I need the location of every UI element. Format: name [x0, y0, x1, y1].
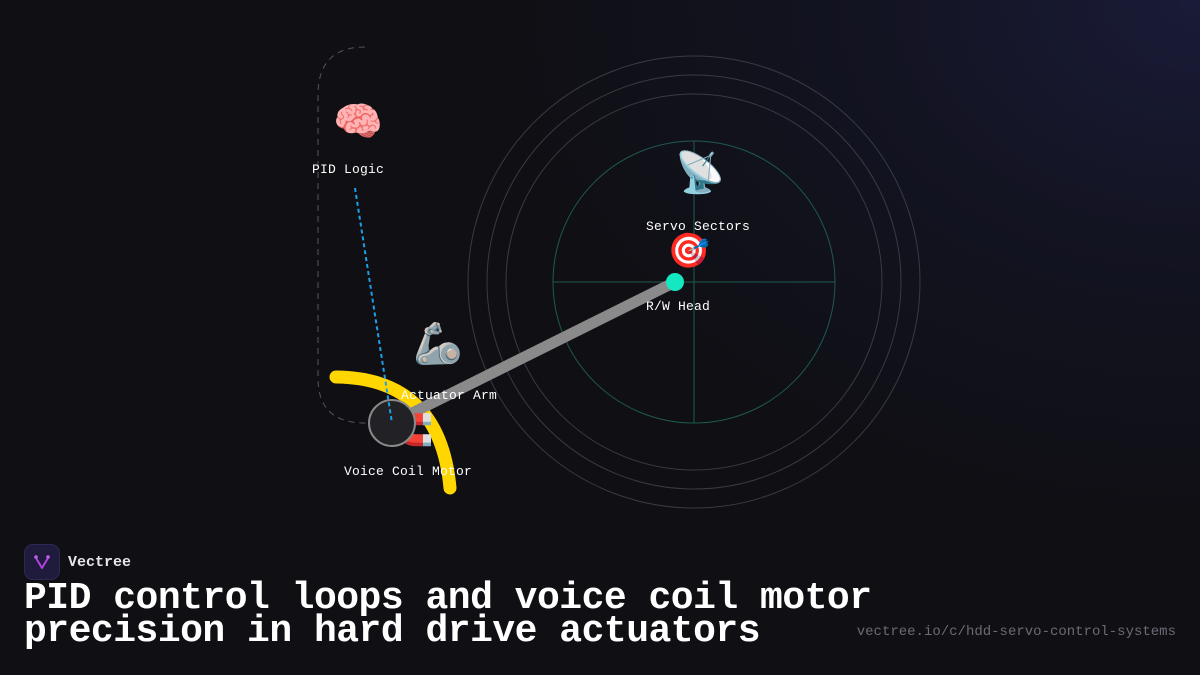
brand-name: Vectree: [68, 553, 132, 571]
platter: [467, 55, 921, 509]
target-icon: 🎯: [667, 231, 711, 271]
brain-icon: 🧠: [333, 99, 383, 145]
voice-coil-motor-label: Voice Coil Motor: [343, 464, 473, 479]
track-crosshair: [552, 140, 836, 424]
actuator-arm-beam: [389, 277, 678, 428]
title-line-2: precision in hard drive actuators: [24, 610, 761, 653]
brand: Vectree: [24, 544, 131, 580]
control-loop-path: [317, 46, 392, 424]
satellite-dish-icon: 📡: [675, 150, 725, 196]
pivot: [368, 399, 416, 447]
feedback-line: [354, 187, 393, 424]
rw-head-dot: [666, 273, 684, 291]
mechanical-arm-icon: 🦾: [413, 321, 463, 367]
title-line-1: PID control loops and voice coil motor: [24, 577, 872, 620]
pid-logic-label: PID Logic: [311, 162, 385, 177]
actuator-arm-label: Actuator Arm: [400, 388, 498, 403]
source-url: vectree.io/c/hdd-servo-control-systems: [856, 624, 1176, 640]
vectree-logo-icon: [24, 544, 60, 580]
rw-head-label: R/W Head: [645, 299, 711, 314]
page-title: PID control loops and voice coil motor p…: [24, 577, 872, 653]
servo-sectors-label: Servo Sectors: [645, 219, 751, 234]
